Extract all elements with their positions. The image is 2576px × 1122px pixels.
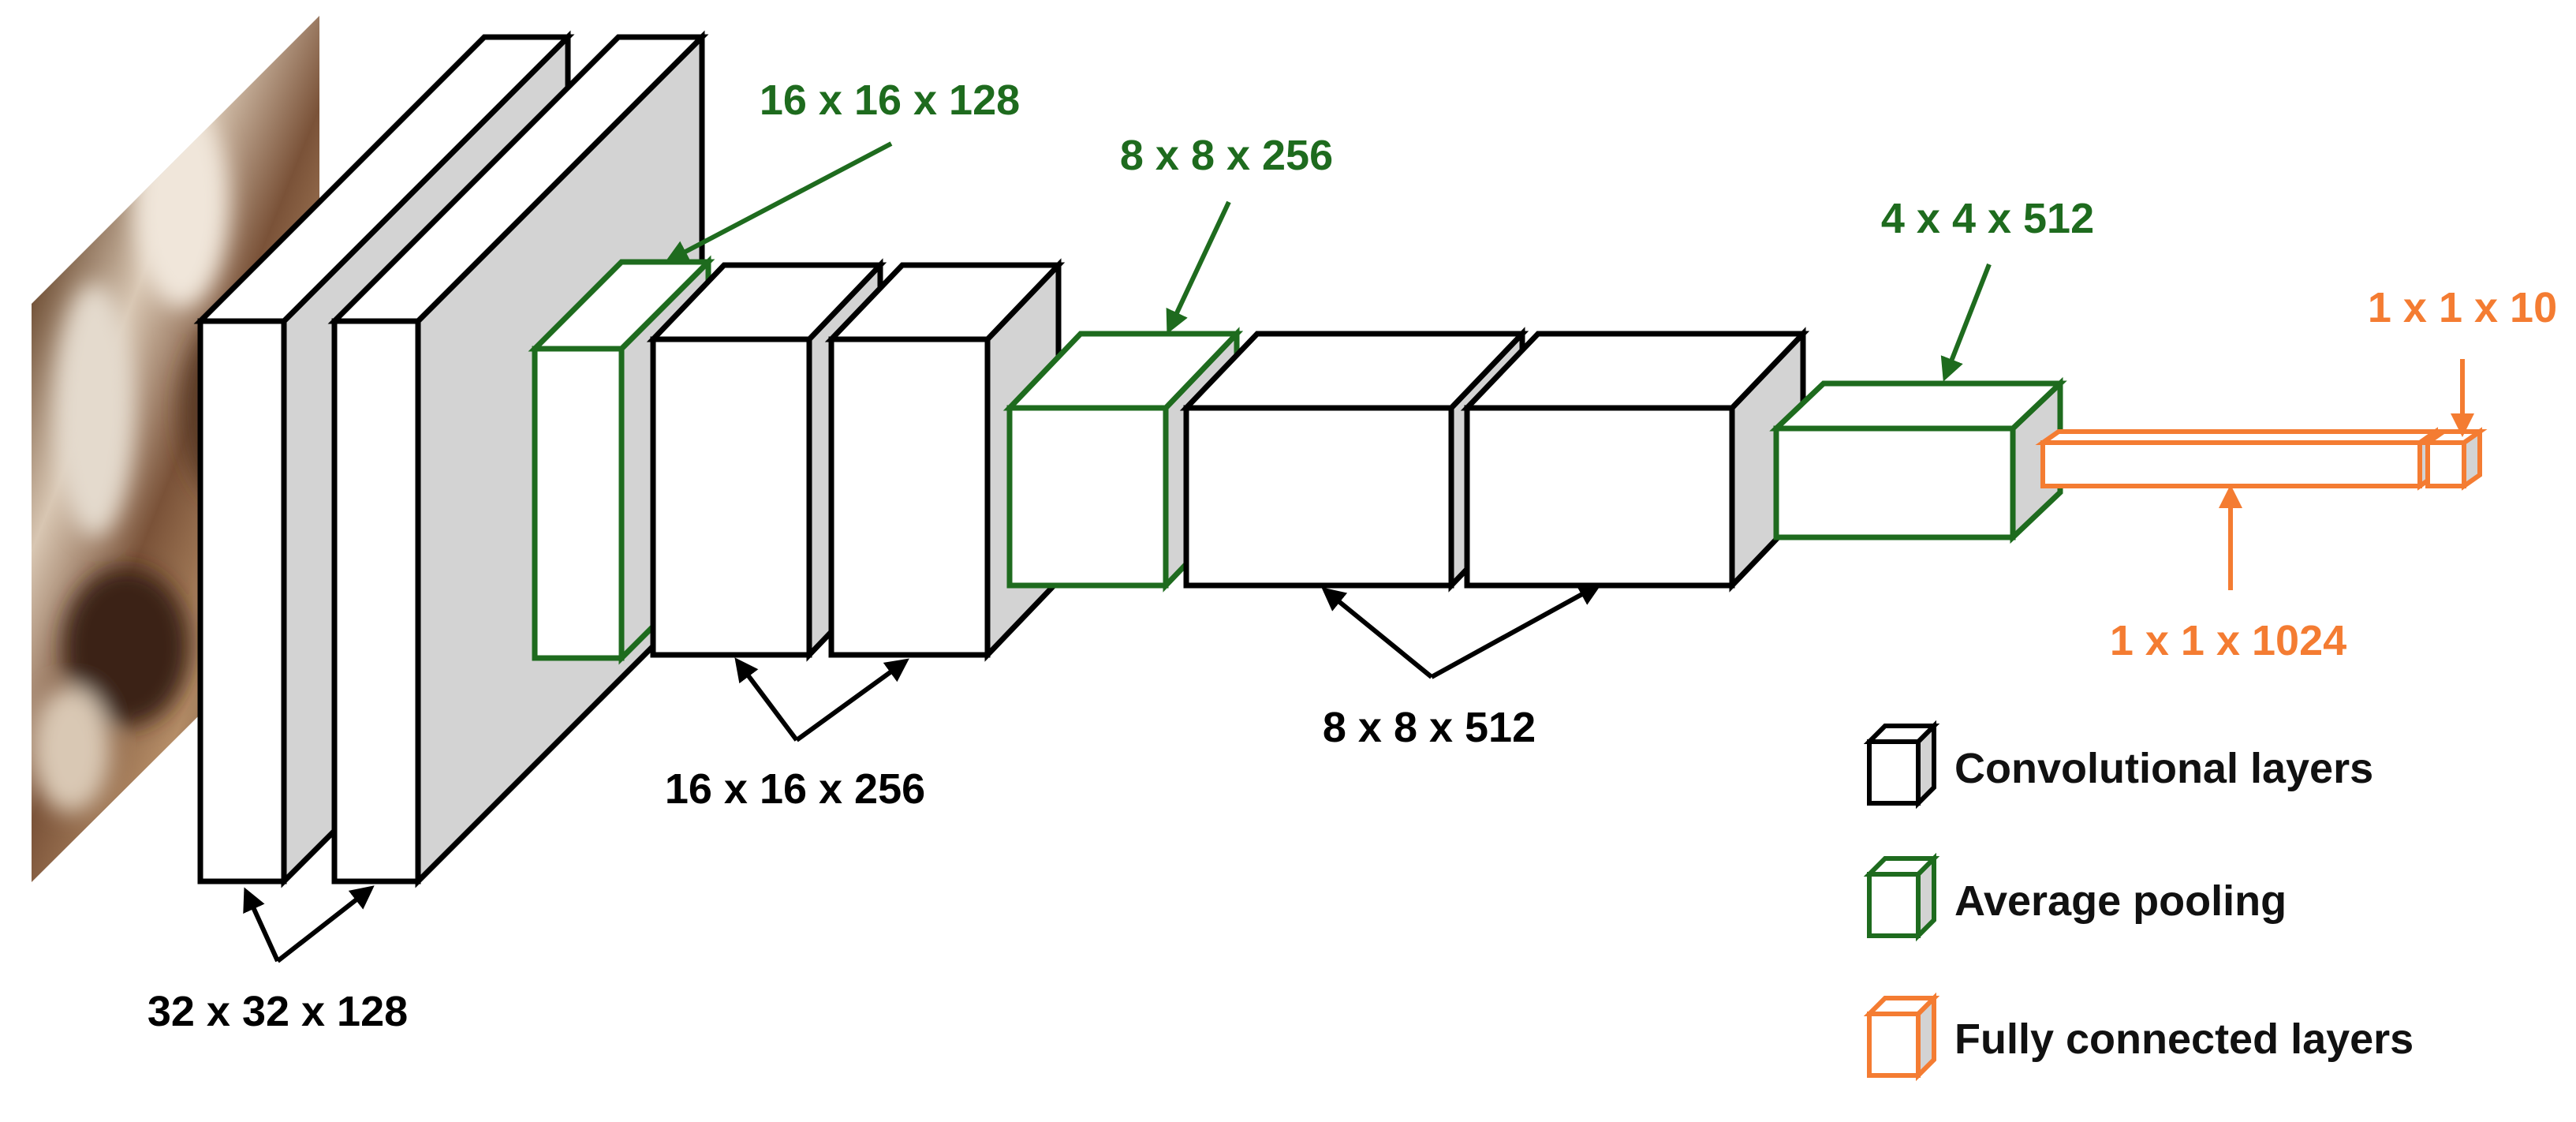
fc2-layer xyxy=(2420,427,2488,491)
fc1-size-label: 1 x 1 x 1024 xyxy=(2110,617,2346,664)
pool2-size-label: 8 x 8 x 256 xyxy=(1120,132,1333,179)
conv3-size-label: 8 x 8 x 512 xyxy=(1323,704,1536,751)
pool3-size-label: 4 x 4 x 512 xyxy=(1881,195,2094,242)
legend-fc-label: Fully connected layers xyxy=(1954,1015,2414,1063)
pool3-layer xyxy=(1769,376,2067,544)
pool2-arrow xyxy=(1166,200,1231,335)
fc1-layer xyxy=(2035,427,2443,491)
conv1-bracket-arrow xyxy=(243,885,375,963)
legend-fc-icon xyxy=(1863,992,1940,1082)
conv2-layer-b xyxy=(824,258,1066,662)
conv2-layer-a xyxy=(646,258,887,662)
layer-labels: 32 x 32 x 128 16 x 16 x 128 16 x 16 x 25… xyxy=(147,77,2557,1035)
legend: Convolutional layers Average pooling Ful… xyxy=(1863,720,2414,1082)
conv3-layer-b xyxy=(1460,327,1810,593)
pool1-arrow xyxy=(664,141,893,263)
conv3-layer-a xyxy=(1179,327,1529,593)
conv2-bracket-arrow xyxy=(734,657,909,742)
pool1-size-label: 16 x 16 x 128 xyxy=(760,77,1020,124)
legend-pool-icon xyxy=(1863,852,1940,942)
conv2-size-label: 16 x 16 x 256 xyxy=(665,765,925,813)
pool3-arrow xyxy=(1940,263,1992,382)
fc2-size-label: 1 x 1 x 10 xyxy=(2368,284,2557,331)
arrows xyxy=(243,141,2474,963)
legend-conv-icon xyxy=(1863,720,1940,810)
legend-pool-label: Average pooling xyxy=(1954,877,2287,925)
legend-conv-label: Convolutional layers xyxy=(1954,745,2373,792)
conv3-bracket-arrow xyxy=(1321,583,1603,679)
conv1-size-label: 32 x 32 x 128 xyxy=(147,988,408,1035)
